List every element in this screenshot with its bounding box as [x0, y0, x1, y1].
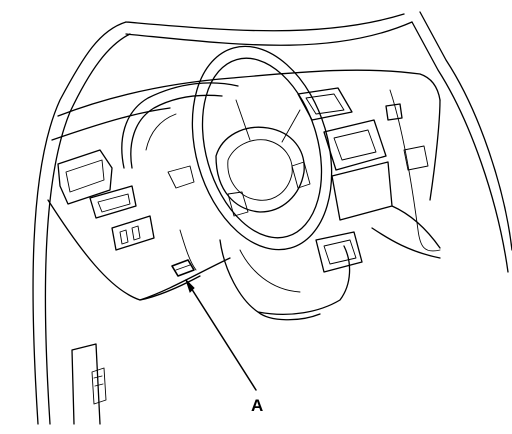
left-switch-panel	[89, 185, 155, 251]
callout-leader	[185, 279, 257, 391]
callout-label-a: A	[251, 396, 263, 415]
instrument-cluster	[121, 82, 239, 169]
left-door-frame	[32, 21, 131, 425]
lower-dash-panel	[47, 165, 231, 301]
center-console	[297, 87, 403, 273]
windshield-frame	[125, 11, 512, 273]
dashboard-top	[51, 69, 441, 252]
highlighted-connector	[171, 259, 195, 277]
steering-wheel	[191, 45, 333, 251]
right-dash-panel	[371, 145, 441, 259]
left-air-vent	[57, 149, 113, 205]
steering-column	[219, 239, 351, 321]
